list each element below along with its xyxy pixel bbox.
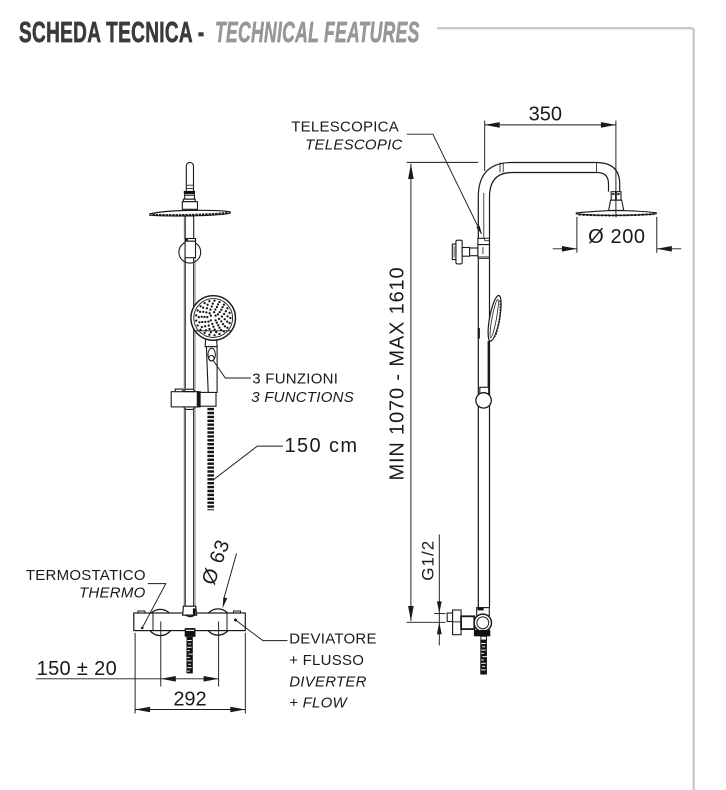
svg-text:TERMOSTATICO: TERMOSTATICO	[26, 567, 146, 584]
svg-text:150 cm: 150 cm	[285, 435, 359, 457]
svg-text:TELESCOPICA: TELESCOPICA	[291, 119, 399, 136]
svg-text:3 FUNCTIONS: 3 FUNCTIONS	[251, 389, 354, 406]
svg-text:292: 292	[173, 688, 206, 710]
svg-text:TELESCOPIC: TELESCOPIC	[305, 136, 403, 153]
svg-text:THERMO: THERMO	[79, 584, 146, 601]
svg-text:G1/2: G1/2	[419, 540, 438, 581]
svg-text:350: 350	[529, 104, 562, 126]
svg-text:MIN 1070 - MAX 1610: MIN 1070 - MAX 1610	[387, 266, 409, 480]
svg-text:DEVIATORE: DEVIATORE	[289, 631, 377, 648]
svg-text:150 ± 20: 150 ± 20	[37, 658, 118, 680]
svg-text:Ø 200: Ø 200	[588, 226, 645, 248]
svg-text:+ FLOW: + FLOW	[289, 695, 348, 712]
svg-text:SCHEDA TECNICA -: SCHEDA TECNICA -	[19, 17, 205, 49]
svg-text:3 FUNZIONI: 3 FUNZIONI	[252, 371, 338, 388]
svg-text:+ FLUSSO: + FLUSSO	[289, 652, 364, 669]
svg-text:DIVERTER: DIVERTER	[289, 673, 367, 690]
svg-text:TECHNICAL FEATURES: TECHNICAL FEATURES	[215, 17, 420, 48]
